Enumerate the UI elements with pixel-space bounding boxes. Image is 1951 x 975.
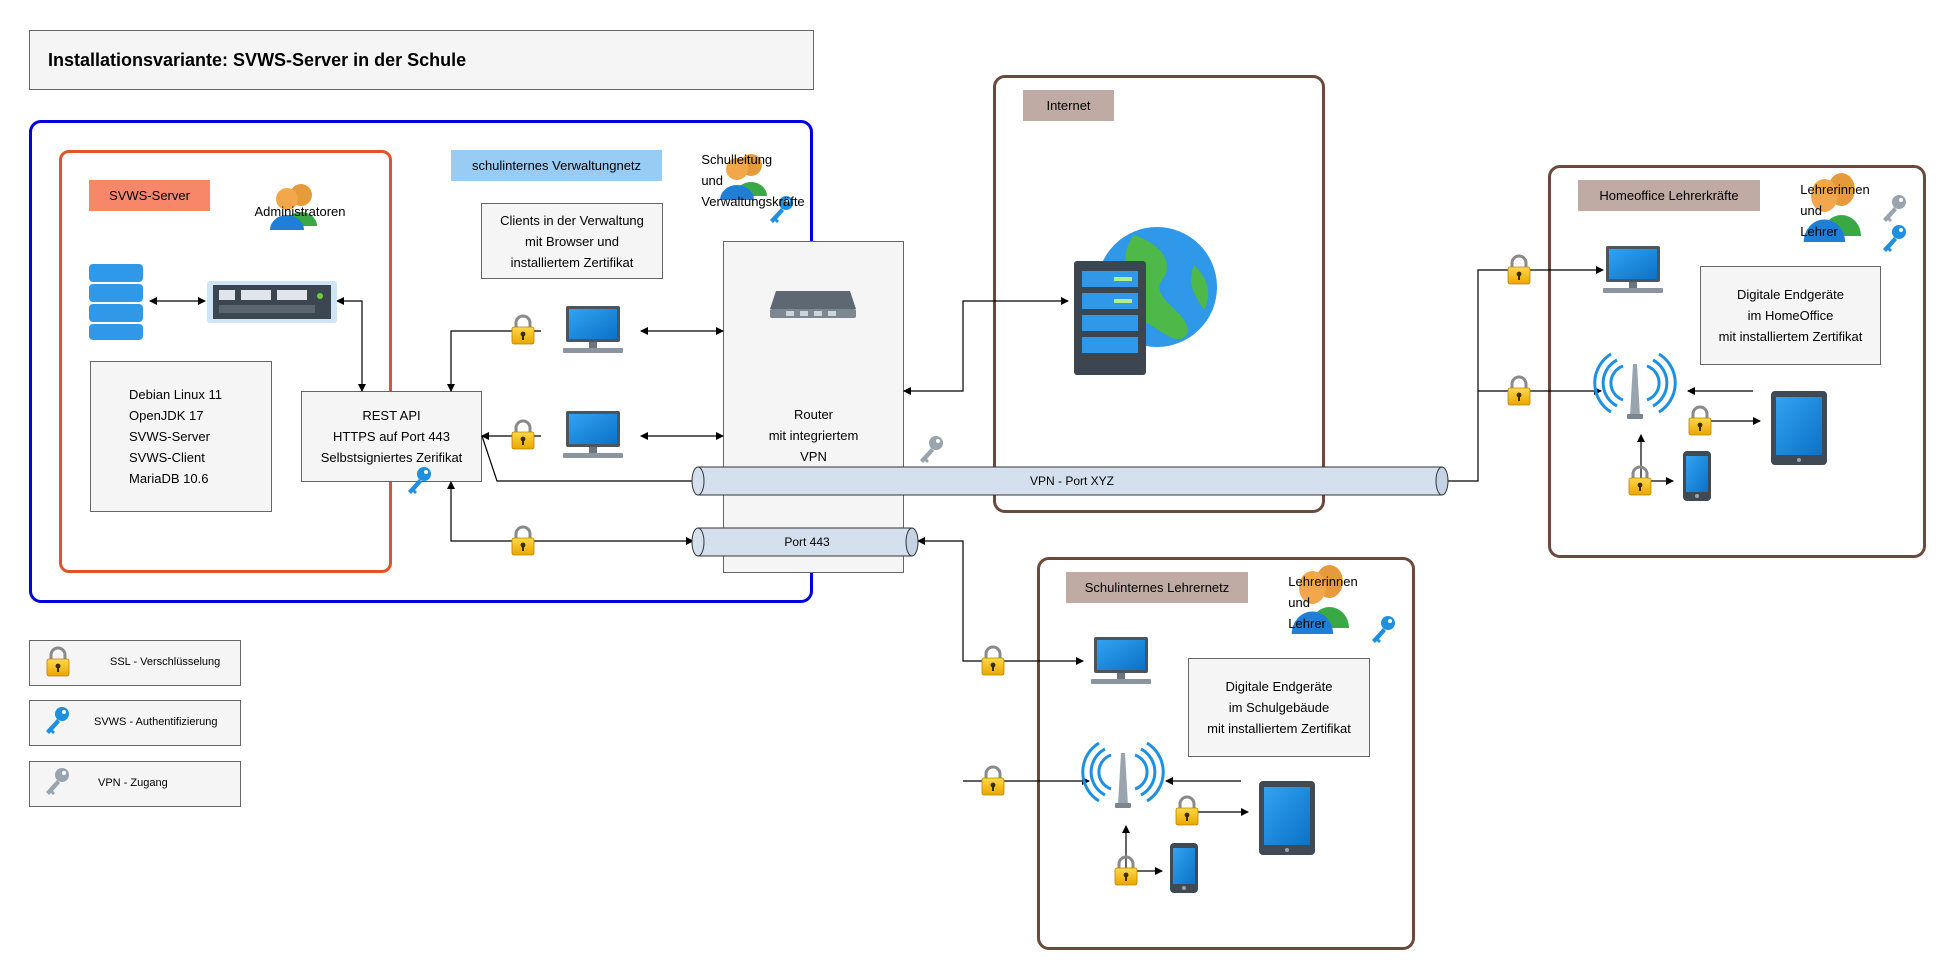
vpn-tunnel-label: VPN - Port XYZ bbox=[1029, 474, 1115, 488]
server-rack-icon bbox=[207, 281, 337, 323]
padlock-icon bbox=[980, 645, 1006, 677]
padlock-icon bbox=[1506, 375, 1532, 407]
legend-vpn-label: VPN - Zugang bbox=[98, 777, 168, 789]
legend-vpn: VPN - Zugang bbox=[29, 761, 241, 807]
school-monitor-icon bbox=[1091, 637, 1151, 684]
padlock-icon bbox=[1174, 795, 1200, 827]
https-tunnel-label: Port 443 bbox=[784, 535, 830, 549]
rest-api-note: REST API HTTPS auf Port 443 Selbstsignie… bbox=[301, 391, 482, 482]
page-title: Installationsvariante: SVWS-Server in de… bbox=[48, 49, 467, 70]
school-net-tag: schulinternes Verwaltungnetz bbox=[451, 150, 662, 181]
home-teachers-label: Lehrerinnen und Lehrer bbox=[1800, 181, 1870, 239]
gray-key-icon bbox=[1883, 195, 1906, 222]
blue-key-icon bbox=[1372, 616, 1395, 643]
homeoffice-tag: Homeoffice Lehrerkräfte bbox=[1578, 180, 1760, 211]
padlock-icon bbox=[510, 419, 536, 451]
vpn-tunnel bbox=[691, 466, 1449, 496]
teacher-net-tag: Schulinternes Lehrernetz bbox=[1066, 572, 1248, 603]
home-devices-note: Digitale Endgeräte im HomeOffice mit ins… bbox=[1700, 266, 1881, 365]
school-teachers-label: Lehrerinnen und Lehrer bbox=[1288, 573, 1358, 631]
https-tunnel bbox=[691, 527, 919, 557]
padlock-icon bbox=[1506, 254, 1532, 286]
homeoffice-zone bbox=[1548, 165, 1926, 558]
padlock-icon bbox=[1687, 405, 1713, 437]
padlock-icon bbox=[1113, 855, 1139, 887]
school-phone-icon bbox=[1170, 843, 1198, 893]
management-label: Schulleitung und Verwaltungskräfte bbox=[701, 151, 805, 209]
database-icon bbox=[89, 264, 143, 340]
padlock-icon bbox=[1627, 465, 1653, 497]
internet-server-globe-icon bbox=[1074, 227, 1217, 375]
svws-server-tag: SVWS-Server bbox=[89, 180, 210, 211]
gray-key-icon bbox=[920, 436, 943, 463]
router-switch-icon bbox=[770, 291, 856, 318]
home-phone-icon bbox=[1683, 451, 1711, 501]
home-tablet-icon bbox=[1771, 391, 1827, 465]
padlock-icon bbox=[45, 646, 71, 678]
school-devices-note: Digitale Endgeräte im Schulgebäude mit i… bbox=[1188, 658, 1370, 757]
blue-key-icon bbox=[46, 707, 69, 734]
padlock-icon bbox=[980, 765, 1006, 797]
blue-key-icon bbox=[1883, 225, 1906, 252]
admin-clients-note: Clients in der Verwaltung mit Browser un… bbox=[481, 203, 663, 279]
school-tablet-icon bbox=[1259, 781, 1315, 855]
padlock-icon bbox=[510, 314, 536, 346]
blue-key-icon bbox=[408, 467, 431, 494]
legend-ssl: SSL - Verschlüsselung bbox=[29, 640, 241, 686]
legend-svws-auth: SVWS - Authentifizierung bbox=[29, 700, 241, 746]
internet-tag: Internet bbox=[1023, 90, 1114, 121]
legend-ssl-label: SSL - Verschlüsselung bbox=[110, 656, 221, 668]
svws-server-zone bbox=[59, 150, 392, 573]
server-software-note: Debian Linux 11 OpenJDK 17 SVWS-Server S… bbox=[90, 361, 272, 512]
school-wifi-icon bbox=[1081, 741, 1165, 810]
internet-zone bbox=[993, 75, 1325, 513]
admin-monitor-1-icon bbox=[563, 306, 623, 353]
legend-svws-auth-label: SVWS - Authentifizierung bbox=[94, 716, 218, 728]
title-box: Installationsvariante: SVWS-Server in de… bbox=[29, 30, 814, 90]
admin-monitor-2-icon bbox=[563, 411, 623, 458]
padlock-icon bbox=[510, 525, 536, 557]
teacher-net-zone bbox=[1037, 557, 1415, 950]
admins-label: Administratoren bbox=[254, 203, 346, 219]
home-wifi-icon bbox=[1593, 352, 1677, 421]
gray-key-icon bbox=[46, 768, 69, 795]
home-monitor-icon bbox=[1603, 246, 1663, 293]
